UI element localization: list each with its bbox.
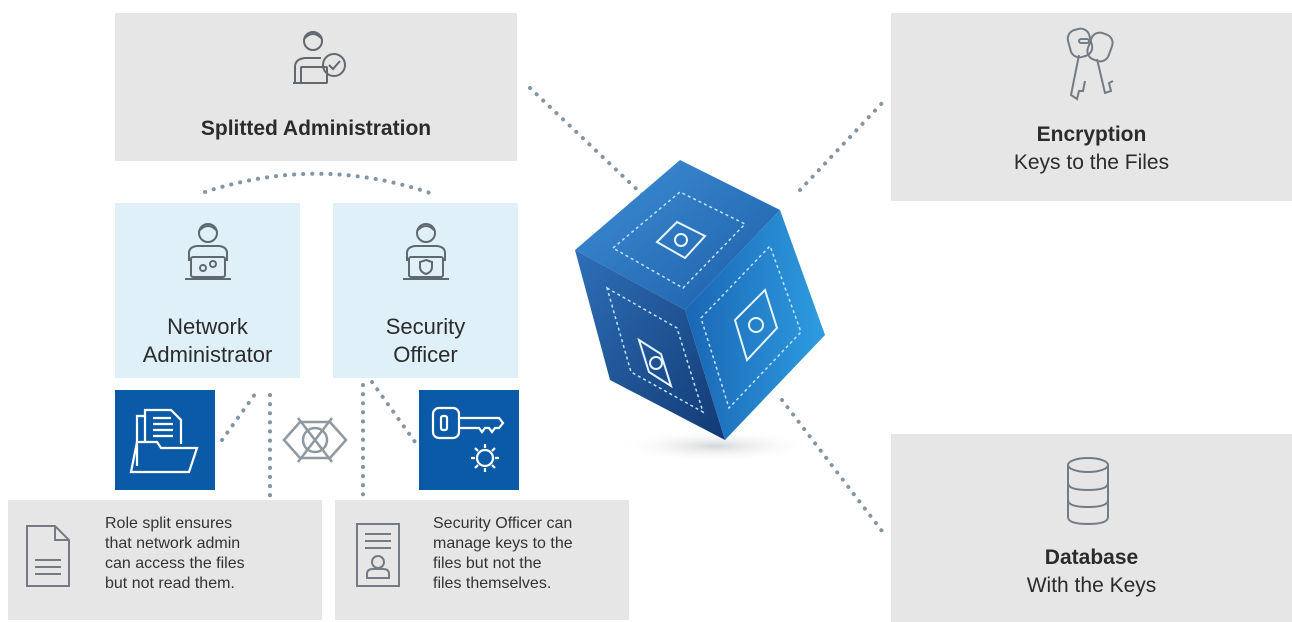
crossed-eye-icon (280, 412, 350, 468)
note-left-box: Role split ensures that network admin ca… (8, 500, 322, 620)
network-administrator-line2: Administrator (142, 342, 273, 367)
person-laptop-gears-icon (181, 221, 235, 283)
note-right-line: Security Officer can (433, 515, 573, 532)
folder-documents-icon (127, 402, 203, 478)
connector-cube-encryption (798, 98, 887, 192)
note-right-line: manage keys to the (433, 535, 573, 552)
encrypted-cube-icon (565, 150, 835, 470)
splitted-administration-box: Splitted Administration (115, 13, 517, 161)
connector-cube-database (780, 398, 887, 537)
security-officer-line2: Officer (393, 342, 458, 367)
id-card-icon (355, 522, 401, 588)
security-officer-label: Security Officer (333, 313, 518, 369)
note-right-line: files but not the (433, 555, 542, 572)
note-left-text: Role split ensures that network admin ca… (105, 514, 245, 594)
network-administrator-box: Network Administrator (115, 203, 300, 378)
note-left-line: that network admin (105, 535, 241, 552)
person-check-icon (285, 27, 349, 91)
database-title: Database (1044, 546, 1139, 569)
connector-net-tile (220, 388, 260, 442)
note-left-line: Role split ensures (105, 515, 233, 532)
database-icon (1064, 456, 1112, 526)
database-subtitle: With the Keys (1026, 574, 1157, 597)
folder-documents-tile (115, 390, 215, 490)
connector-sec-tile (370, 380, 417, 444)
encryption-subtitle: Keys to the Files (1013, 151, 1170, 174)
note-left-line: but not read them. (105, 575, 235, 592)
encryption-title: Encryption (1036, 123, 1147, 146)
keys-icon (1061, 25, 1123, 105)
person-laptop-shield-icon (399, 221, 453, 283)
note-right-line: files themselves. (433, 575, 552, 592)
connector-admin-split (203, 171, 432, 195)
key-gear-tile (419, 390, 519, 490)
database-box: Database With the Keys (891, 434, 1292, 622)
document-icon (25, 524, 71, 588)
security-officer-line1: Security (385, 314, 466, 339)
network-administrator-line1: Network (167, 314, 248, 339)
security-officer-box: Security Officer (333, 203, 518, 378)
splitted-administration-title: Splitted Administration (200, 117, 432, 140)
encryption-box: Encryption Keys to the Files (891, 13, 1292, 201)
note-right-text: Security Officer can manage keys to the … (433, 514, 573, 594)
connector-admin-cube (528, 86, 650, 202)
note-right-box: Security Officer can manage keys to the … (335, 500, 629, 620)
network-administrator-label: Network Administrator (115, 313, 300, 369)
key-gear-icon (429, 402, 509, 478)
note-left-line: can access the files (105, 555, 245, 572)
